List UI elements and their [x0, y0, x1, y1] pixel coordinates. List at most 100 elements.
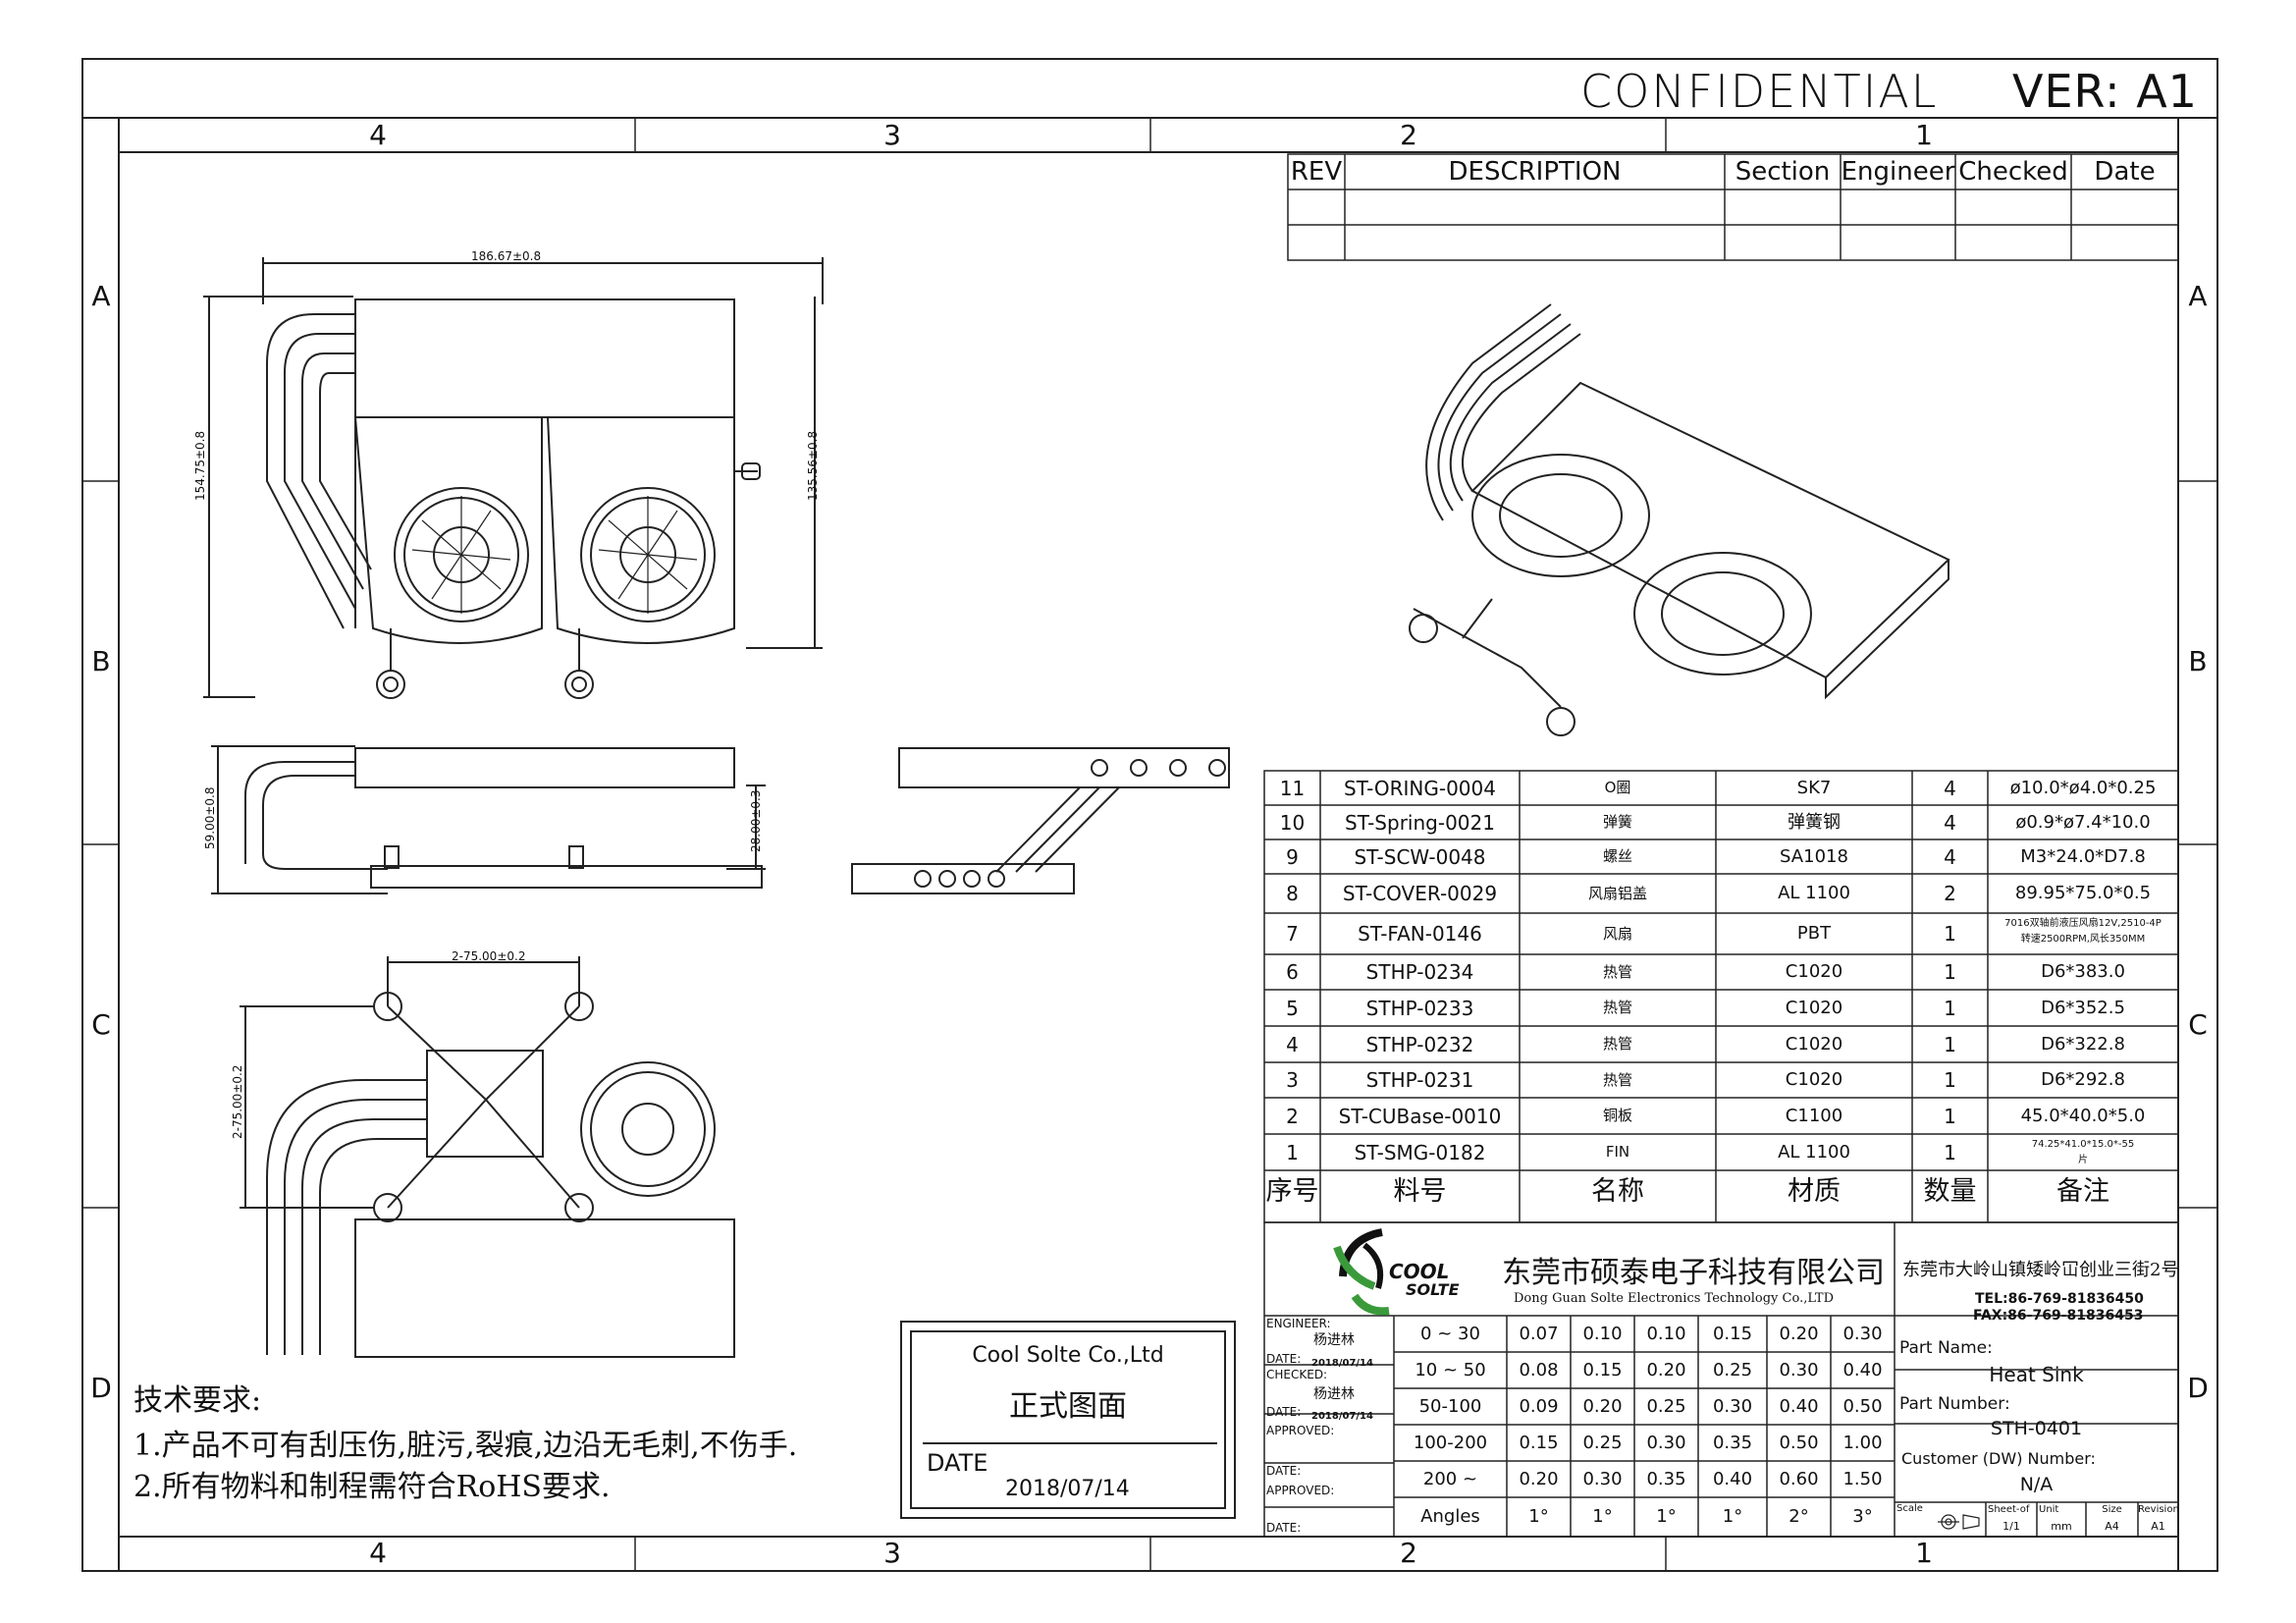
date-value-2: 2018/07/14 [1311, 1411, 1373, 1422]
col-marker-2-top: 2 [1400, 119, 1417, 151]
bom-cell-no: 10 [1279, 811, 1306, 835]
part-name-value: Heat Sink [1989, 1363, 2084, 1386]
col-marker-2-bottom: 2 [1400, 1537, 1417, 1569]
bom-cell-part: ST-SMG-0182 [1354, 1141, 1486, 1164]
tolerance-value: 0.30 [1842, 1324, 1883, 1344]
bom-cell-note: D6*383.0 [2041, 961, 2125, 982]
tolerance-value: 0.40 [1842, 1360, 1883, 1380]
bom-cell-no: 5 [1286, 997, 1299, 1020]
tolerance-value: 0.25 [1646, 1396, 1686, 1417]
bom-cell-part: ST-ORING-0004 [1344, 777, 1496, 800]
bom-cell-material: PBT [1796, 923, 1832, 944]
tolerance-value: 0.09 [1519, 1396, 1559, 1417]
row-marker-b-left: B [91, 645, 111, 677]
unit-label: Unit [2039, 1504, 2059, 1515]
bom-cell-note: ø10.0*ø4.0*0.25 [2009, 778, 2157, 798]
col-marker-1-top: 1 [1915, 119, 1933, 151]
checked-header: Checked [1958, 157, 2068, 187]
section-header: Section [1735, 157, 1831, 187]
bom-cell-name: 弹簧 [1602, 813, 1632, 831]
bom-cell-qty: 1 [1944, 1033, 1956, 1056]
bom-cell-no: 7 [1286, 922, 1299, 946]
part-number-value: STH-0401 [1990, 1418, 2083, 1439]
bom-cell-qty: 1 [1944, 997, 1956, 1020]
row-marker-a-left: A [91, 280, 111, 312]
col-marker-3-top: 3 [883, 119, 901, 151]
bom-cell-part: STHP-0231 [1365, 1068, 1474, 1092]
tolerance-value: 0.30 [1712, 1396, 1753, 1417]
tolerance-value: 0.20 [1582, 1396, 1623, 1417]
bom-cell-name: 热管 [1602, 999, 1632, 1016]
bom-header-material: 材质 [1788, 1176, 1841, 1207]
tolerance-range: 10 ~ 50 [1415, 1360, 1486, 1380]
bom-cell-name: 铜板 [1602, 1107, 1632, 1124]
unit-value: mm [2051, 1520, 2072, 1533]
tolerance-value: 0.35 [1646, 1469, 1686, 1489]
bom-cell-qty: 1 [1944, 1105, 1956, 1128]
bom-cell-note: 74.25*41.0*15.0*-55 [2031, 1139, 2135, 1150]
col-marker-4-bottom: 4 [369, 1537, 387, 1569]
engineer-name: 杨进林 [1313, 1332, 1355, 1348]
customer-value: N/A [2019, 1474, 2054, 1495]
col-marker-3-bottom: 3 [883, 1537, 901, 1569]
tolerance-value: 1° [1722, 1506, 1743, 1527]
tolerance-value: 2° [1789, 1506, 1809, 1527]
version-label: VER: A1 [2012, 65, 2198, 118]
bom-header-qty: 数量 [1923, 1176, 1977, 1207]
bom-cell-part: ST-COVER-0029 [1342, 882, 1498, 905]
bom-cell-material: C1020 [1785, 1034, 1843, 1055]
company-tel: TEL:86-769-81836450 [1975, 1291, 2144, 1307]
description-header: DESCRIPTION [1448, 157, 1622, 187]
tolerance-value: 3° [1852, 1506, 1873, 1527]
stamp-company: Cool Solte Co.,Ltd [972, 1343, 1164, 1368]
bom-cell-note: D6*352.5 [2041, 998, 2125, 1018]
col-marker-1-bottom: 1 [1915, 1537, 1933, 1569]
sheet-value: 1/1 [2002, 1520, 2020, 1533]
bom-cell-part: STHP-0234 [1365, 960, 1474, 984]
size-value: A4 [2105, 1520, 2119, 1533]
bom-cell-note: M3*24.0*D7.8 [2020, 846, 2146, 867]
tolerance-range: 200 ~ [1422, 1469, 1478, 1489]
bom-cell-qty: 1 [1944, 922, 1956, 946]
bom-cell-name: 热管 [1602, 1035, 1632, 1053]
row-marker-d-right: D [2187, 1372, 2209, 1404]
bom-cell-part: STHP-0232 [1365, 1033, 1474, 1056]
col-marker-4-top: 4 [369, 119, 387, 151]
date-value-1: 2018/07/14 [1311, 1358, 1373, 1369]
bom-cell-name: 热管 [1602, 963, 1632, 981]
bom-cell-qty: 1 [1944, 1068, 1956, 1092]
tolerance-value: 0.50 [1842, 1396, 1883, 1417]
tolerance-value: 0.10 [1646, 1324, 1686, 1344]
tolerance-value: 0.07 [1519, 1324, 1559, 1344]
company-name-en: Dong Guan Solte Electronics Technology C… [1514, 1291, 1834, 1306]
date-header: Date [2094, 157, 2156, 187]
row-marker-c-left: C [91, 1008, 111, 1041]
bom-header-name: 名称 [1591, 1176, 1644, 1207]
tolerance-range: Angles [1420, 1506, 1480, 1527]
bom-cell-material: C1100 [1785, 1106, 1843, 1126]
tolerance-value: 0.30 [1582, 1469, 1623, 1489]
stamp-status: 正式图面 [1009, 1389, 1127, 1424]
tolerance-value: 1.50 [1842, 1469, 1883, 1489]
row-marker-a-right: A [2188, 280, 2208, 312]
bom-cell-note: 7016双轴前液压风扇12V,2510-4P [2004, 918, 2162, 929]
bom-cell-note: 89.95*75.0*0.5 [2014, 883, 2152, 903]
tolerance-value: 0.50 [1779, 1433, 1819, 1453]
bom-cell-note-line2: 转速2500RPM,风长350MM [2020, 934, 2146, 945]
bom-cell-name: 螺丝 [1602, 847, 1632, 865]
tolerance-value: 1.00 [1842, 1433, 1883, 1453]
bom-cell-name: 热管 [1602, 1071, 1632, 1089]
tolerance-value: 0.08 [1519, 1360, 1559, 1380]
bom-cell-note: D6*292.8 [2041, 1069, 2125, 1090]
tolerance-value: 0.30 [1779, 1360, 1819, 1380]
tolerance-value: 0.20 [1646, 1360, 1686, 1380]
bom-cell-qty: 2 [1944, 882, 1956, 905]
tolerance-value: 0.20 [1779, 1324, 1819, 1344]
date-label-1: DATE: [1266, 1352, 1302, 1366]
bom-cell-no: 4 [1286, 1033, 1299, 1056]
row-marker-d-left: D [90, 1372, 112, 1404]
